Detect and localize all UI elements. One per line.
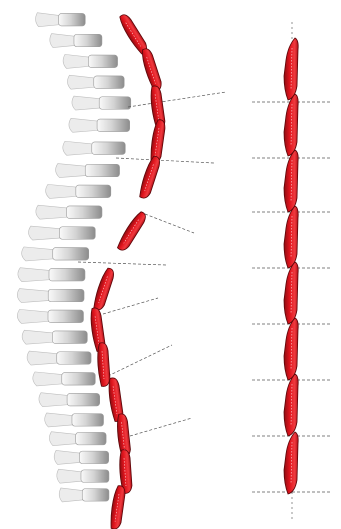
leader-line bbox=[108, 345, 172, 376]
left-segment bbox=[96, 342, 110, 386]
leader-line bbox=[145, 214, 194, 233]
vertebra bbox=[69, 118, 130, 132]
leader-line bbox=[128, 92, 226, 107]
vertebra bbox=[22, 330, 87, 344]
left-segment bbox=[138, 155, 162, 200]
vertebra bbox=[63, 141, 125, 155]
right-segment bbox=[284, 318, 298, 380]
vertebra bbox=[33, 372, 95, 386]
vertebra bbox=[72, 96, 131, 110]
vertebra bbox=[63, 54, 117, 68]
vertebra bbox=[46, 184, 111, 198]
vertebra bbox=[54, 450, 108, 464]
right-segment bbox=[284, 94, 298, 156]
right-segment bbox=[284, 432, 298, 494]
vertebra bbox=[45, 413, 104, 427]
vertebral-column bbox=[17, 13, 130, 502]
vertebra bbox=[36, 13, 86, 27]
vertebra bbox=[17, 289, 84, 303]
leader-line bbox=[78, 262, 166, 265]
left-segment bbox=[92, 267, 116, 312]
vertebra bbox=[39, 393, 100, 407]
vertebra bbox=[22, 247, 89, 261]
vertebra bbox=[67, 75, 124, 89]
right-segment bbox=[284, 206, 298, 268]
right-segment-chain bbox=[284, 38, 298, 494]
vertebra bbox=[56, 164, 120, 178]
vertebra bbox=[49, 432, 106, 446]
vertebra bbox=[59, 488, 109, 502]
left-segment bbox=[116, 210, 148, 253]
vertebra bbox=[57, 469, 109, 483]
vertebra bbox=[36, 205, 102, 219]
vertebra bbox=[18, 268, 85, 282]
leader-line bbox=[130, 418, 192, 436]
right-segment bbox=[284, 374, 298, 436]
left-segment bbox=[109, 485, 126, 529]
vertebra bbox=[50, 34, 102, 48]
vertebra bbox=[17, 309, 83, 323]
left-segment bbox=[139, 47, 163, 92]
vertebra bbox=[29, 226, 96, 240]
vertebra bbox=[27, 351, 91, 365]
leader-line bbox=[116, 158, 214, 163]
right-segment bbox=[284, 150, 298, 212]
right-segment bbox=[284, 38, 298, 100]
leader-line bbox=[103, 298, 158, 314]
right-segment bbox=[284, 262, 298, 324]
